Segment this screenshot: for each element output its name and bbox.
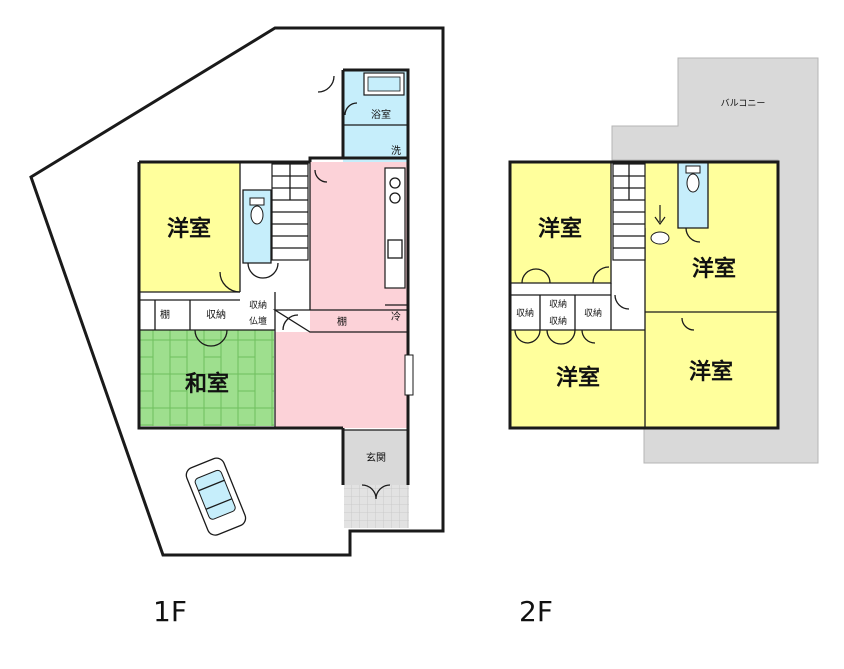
floor-1f: 洋室 和室 浴室 洗 棚 収納 収納 仏壇 棚 冷 玄関 1F <box>29 26 445 628</box>
room-label-bath: 浴室 <box>371 108 391 121</box>
room-label-altar: 仏壇 <box>249 315 267 327</box>
room-ldk-living <box>275 332 408 428</box>
stairs-icon <box>612 163 666 261</box>
floor-label-1f: 1F <box>153 595 187 628</box>
room-western-1f <box>139 162 240 292</box>
room-western-2f-nw <box>510 162 611 283</box>
room-entrance <box>344 430 409 485</box>
stairs-icon <box>271 163 309 261</box>
toilet-icon <box>650 165 701 245</box>
room-label-western-sw: 洋室 <box>556 365 600 391</box>
lot-boundary <box>29 26 445 557</box>
room-label-storage-2: 収納 <box>249 299 267 311</box>
room-western-2f-sw <box>510 330 645 428</box>
room-label-western-ne: 洋室 <box>692 256 736 282</box>
room-label-fridge: 冷 <box>391 310 401 323</box>
entrance-porch <box>344 485 409 528</box>
room-label-japanese: 和室 <box>185 371 229 397</box>
room-label-western-se: 洋室 <box>689 359 733 385</box>
door-icon <box>194 75 391 500</box>
kitchen-counter-icon <box>384 167 406 289</box>
floor-2f: バルコニー 洋室 洋室 洋室 洋室 収納 収納 収納 収納 2F <box>508 57 819 628</box>
bathtub-icon <box>363 72 405 96</box>
room-label-storage-a: 収納 <box>516 307 534 319</box>
room-label-storage-1: 収納 <box>206 308 226 321</box>
room-label-storage-b: 収納 <box>549 298 567 310</box>
room-label-storage-d: 収納 <box>584 307 602 319</box>
floor-label-2f: 2F <box>519 595 553 628</box>
room-label-entrance: 玄関 <box>366 451 386 464</box>
room-label-western-nw: 洋室 <box>538 216 582 242</box>
car-icon <box>185 457 247 536</box>
room-label-wash: 洗 <box>391 145 401 157</box>
room-label-shelf-1: 棚 <box>160 308 170 321</box>
room-label-western: 洋室 <box>167 216 211 242</box>
door-icon <box>514 227 701 345</box>
room-label-shelf-2: 棚 <box>337 315 347 328</box>
room-label-storage-c: 収納 <box>549 315 567 327</box>
window <box>404 354 414 396</box>
room-label-balcony: バルコニー <box>721 98 766 109</box>
toilet-icon <box>249 197 265 225</box>
room-western-2f-se <box>645 312 778 428</box>
room-wash <box>343 125 408 162</box>
